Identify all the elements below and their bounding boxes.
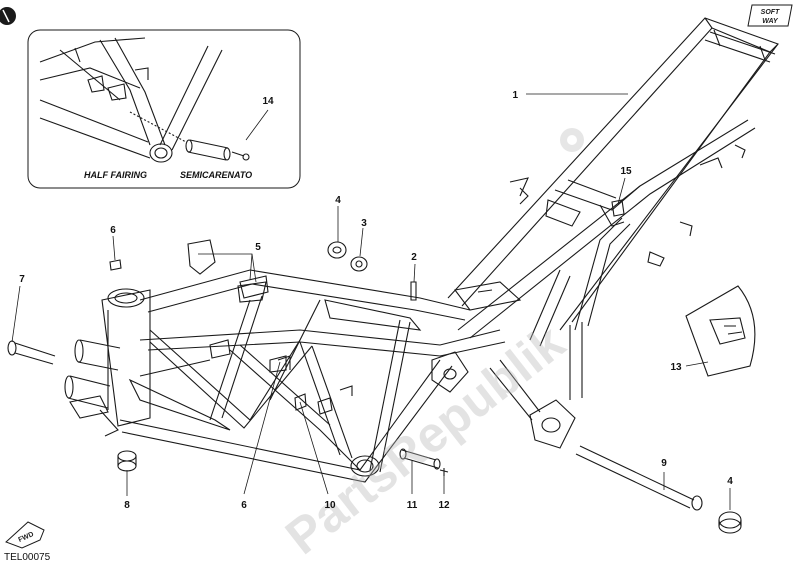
- half-fairing-inset: 14 HALF FAIRING SEMICARENATO: [27, 29, 301, 189]
- callout-6-upper: 6: [110, 225, 116, 236]
- badge-line-2: WAY: [762, 18, 779, 25]
- callout-6-lower: 6: [241, 500, 247, 511]
- callout-7: 7: [19, 274, 25, 285]
- document-code: TEL00075: [4, 552, 51, 563]
- callout-10: 10: [324, 500, 336, 511]
- callout-14: 14: [262, 96, 274, 107]
- inset-label-half-fairing: HALF FAIRING: [84, 170, 147, 180]
- inset-label-semicarenato: SEMICARENATO: [180, 170, 252, 180]
- callout-1: 1: [512, 90, 518, 101]
- loose-parts: [8, 200, 755, 533]
- watermark-text: PartsRepublik: [275, 314, 575, 565]
- gear-icon: [560, 128, 584, 152]
- callouts: [11, 93, 731, 510]
- corner-mark-icon: [0, 7, 16, 25]
- callout-5: 5: [255, 242, 261, 253]
- callout-3: 3: [361, 218, 367, 229]
- forward-arrow-icon: FWD: [5, 521, 45, 549]
- callout-15: 15: [620, 166, 632, 177]
- watermark: PartsRepublik: [275, 128, 584, 565]
- callout-4-lower: 4: [727, 476, 733, 487]
- main-frame: [70, 18, 778, 482]
- callout-12: 12: [438, 500, 450, 511]
- callout-2: 2: [411, 252, 417, 263]
- badge-line-1: SOFT: [761, 9, 780, 16]
- callout-9: 9: [661, 458, 667, 469]
- callout-4-upper: 4: [335, 195, 341, 206]
- callout-13: 13: [670, 362, 682, 373]
- callout-11: 11: [407, 500, 418, 511]
- softway-badge: SOFT WAY: [747, 4, 793, 27]
- callout-8: 8: [124, 500, 130, 511]
